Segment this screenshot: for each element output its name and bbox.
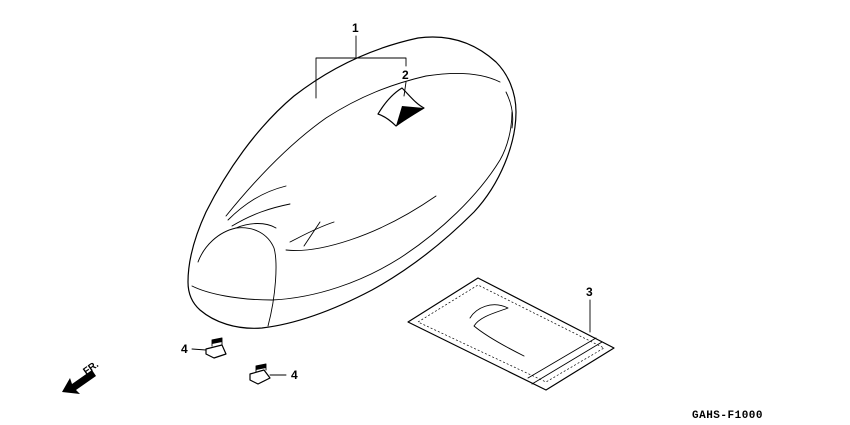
manual-bag-illustration — [407, 277, 615, 391]
front-direction-label: FR. — [81, 359, 101, 377]
seat-illustration — [187, 36, 517, 329]
callout-seat-number: 1 — [352, 21, 359, 35]
front-direction-arrow-icon — [62, 370, 96, 394]
nut-right-illustration — [249, 363, 271, 385]
callout-emblem: 2 — [402, 68, 409, 97]
callout-nut-left: 4 — [181, 342, 207, 356]
emblem-shape — [377, 87, 425, 127]
callout-seat: 1 — [315, 21, 407, 99]
callout-emblem-number: 2 — [402, 68, 409, 82]
callout-nut-right: 4 — [269, 368, 298, 382]
callout-manual-bag-number: 3 — [586, 285, 593, 299]
nut-left-illustration — [205, 337, 227, 359]
callout-nut-left-number: 4 — [181, 342, 188, 356]
callout-nut-right-number: 4 — [291, 368, 298, 382]
callout-manual-bag: 3 — [586, 285, 593, 333]
diagram-code: GAHS-F1000 — [692, 410, 763, 422]
